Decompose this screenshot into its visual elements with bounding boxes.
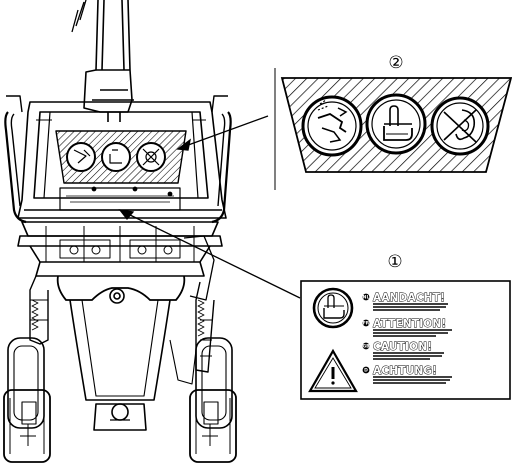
chassis-frame <box>17 221 223 301</box>
lang-code-badge <box>362 342 370 350</box>
hand-crush-icon <box>301 95 363 157</box>
warning-label: NL AANDACHT! FR ATTENTION! GB CAUTION! D… <box>300 280 511 400</box>
warning-section-nl: NL AANDACHT! <box>362 292 448 311</box>
lang-code: D <box>364 368 368 374</box>
lang-code: GB <box>362 344 370 350</box>
read-manual-icon <box>365 93 427 155</box>
left-wheel-assembly <box>3 275 51 463</box>
spring <box>197 299 205 337</box>
central-column <box>56 275 186 431</box>
fine-print <box>373 329 452 337</box>
warning-title: ATTENTION! <box>373 318 446 330</box>
no-hearing-icon <box>430 96 490 156</box>
fine-print <box>373 352 444 360</box>
handle-column <box>71 0 134 122</box>
lang-code-badge <box>362 366 370 374</box>
warning-section-fr: FR ATTENTION! <box>362 318 452 337</box>
warning-title: CAUTION! <box>373 341 432 353</box>
warning-title: AANDACHT! <box>373 292 445 304</box>
lang-code-badge <box>362 319 370 327</box>
warning-section-d: D ACHTUNG! <box>362 365 452 384</box>
fine-print <box>373 376 452 384</box>
fine-print <box>373 303 448 311</box>
bucket-body <box>4 95 232 224</box>
callout-number-2: ② <box>388 53 403 73</box>
warning-section-gb: GB CAUTION! <box>362 341 444 360</box>
machine-drawing <box>3 0 237 463</box>
leader-arrowhead <box>176 138 191 151</box>
lang-code: NL <box>363 295 370 301</box>
machine-label-plate <box>59 186 181 211</box>
lang-code: FR <box>363 321 370 327</box>
spring <box>31 299 39 331</box>
leader-lines <box>118 68 301 299</box>
leader-line-label-1 <box>123 211 301 299</box>
lang-code-badge <box>362 293 370 301</box>
machine-pictogram-panel <box>55 130 187 184</box>
pictogram-label <box>280 77 512 173</box>
warning-title: ACHTUNG! <box>373 365 437 377</box>
hand-protection-icon <box>312 287 354 329</box>
leader-line-label-2 <box>179 115 269 149</box>
callout-number-1: ① <box>387 252 402 272</box>
warning-triangle-icon <box>308 348 358 393</box>
leader-arrowhead <box>118 209 135 221</box>
